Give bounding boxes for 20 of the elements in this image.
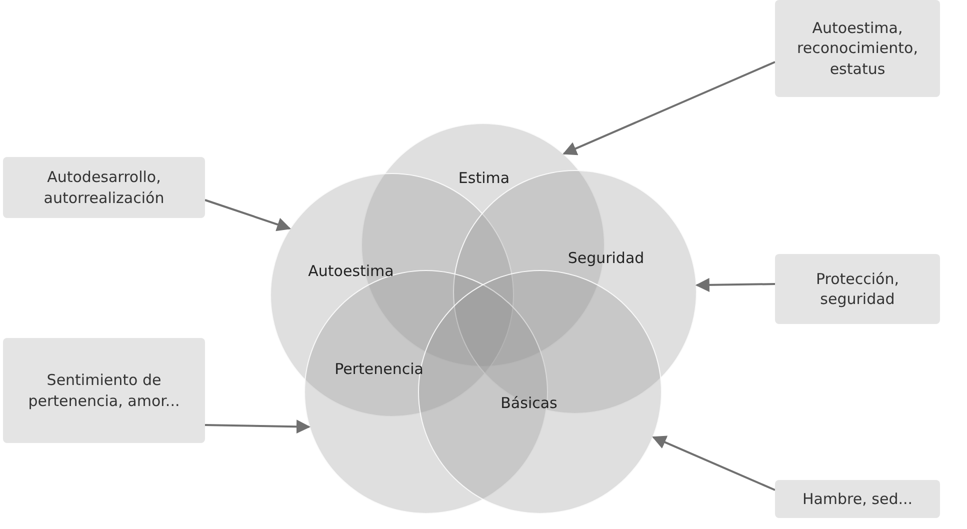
arrow	[204, 199, 292, 232]
circle-label: Autoestima	[308, 262, 394, 280]
arrow	[652, 436, 776, 491]
callout-text: Sentimiento de pertenencia, amor...	[27, 370, 181, 411]
circle-label: Seguridad	[568, 249, 644, 267]
callout-text: Autoestima, reconocimiento, estatus	[796, 18, 919, 79]
callout-text: Autodesarrollo, autorrealización	[42, 167, 166, 208]
callout-box	[775, 480, 940, 518]
callout-text: Protección, seguridad	[814, 268, 900, 310]
callout-box	[3, 338, 205, 443]
arrow	[204, 420, 310, 434]
circle-label: Estima	[458, 169, 510, 187]
circle-label: Básicas	[500, 394, 558, 412]
arrow	[562, 61, 776, 156]
callout-box	[775, 254, 940, 324]
arrow	[695, 278, 776, 292]
callout-text: Hambre, sed...	[802, 488, 913, 510]
circle-label: Pertenencia	[334, 360, 424, 378]
callout-box	[3, 157, 205, 218]
callout-box	[775, 0, 940, 97]
